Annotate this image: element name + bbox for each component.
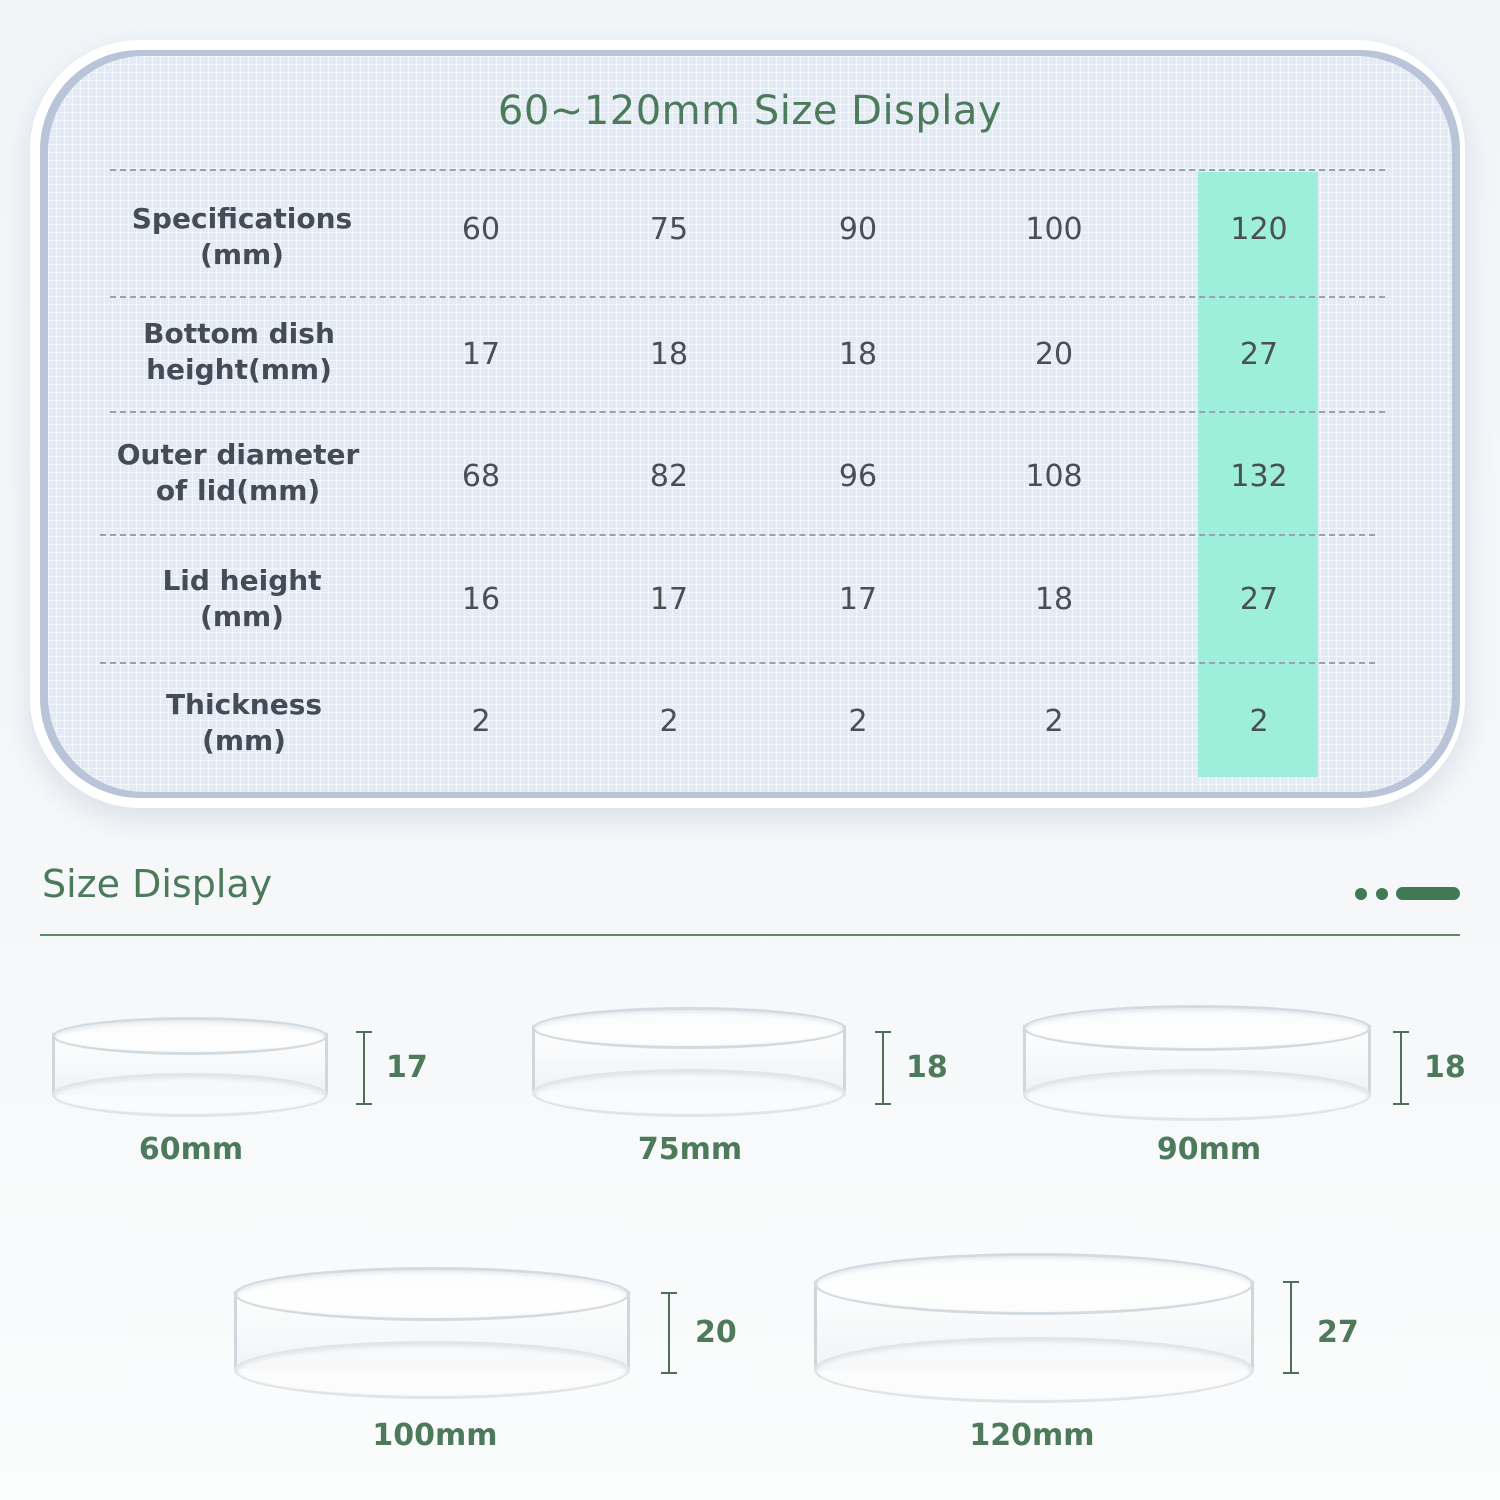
table-cell: 100 [1025, 212, 1083, 247]
carousel-dot [1376, 888, 1388, 900]
height-bracket [661, 1292, 677, 1374]
table-cell: 75 [649, 212, 689, 247]
table-cell: 17 [461, 337, 501, 372]
dish-height-value: 27 [1317, 1315, 1359, 1350]
row-label-line: Outer diameter [116, 438, 360, 471]
row-label-line: Lid height [162, 564, 322, 597]
dish-diameter-label: 120mm [969, 1418, 1095, 1453]
height-bracket [875, 1031, 891, 1105]
table-cell: 120 [1230, 212, 1288, 247]
row-label-lid-height: Lid height (mm) [92, 563, 392, 635]
table-cell: 20 [1034, 337, 1074, 372]
row-label-line: (mm) [200, 238, 284, 271]
table-cell: 90 [838, 212, 878, 247]
row-label-thickness: Thickness (mm) [94, 687, 394, 759]
height-bracket [356, 1031, 372, 1105]
dish-image-100mm [234, 1267, 630, 1399]
dish-diameter-label: 75mm [637, 1132, 743, 1167]
dish-height-value: 18 [906, 1050, 948, 1085]
dish-height-value: 20 [695, 1315, 737, 1350]
table-cell: 2 [1044, 704, 1064, 739]
table-cell: 2 [1249, 704, 1269, 739]
dish-height-value: 18 [1424, 1050, 1466, 1085]
row-label-bottom-dish-height: Bottom dish height(mm) [89, 316, 389, 388]
row-divider [100, 662, 1375, 664]
dish-image-60mm [52, 1017, 328, 1117]
section-title: Size Display [42, 862, 273, 906]
table-cell: 96 [838, 459, 878, 494]
highlight-column-120 [1198, 172, 1318, 777]
table-cell: 27 [1239, 337, 1279, 372]
table-title: 60~120mm Size Display [497, 88, 1003, 134]
table-cell: 17 [838, 582, 878, 617]
table-cell: 27 [1239, 582, 1279, 617]
table-cell: 2 [471, 704, 491, 739]
row-divider [100, 534, 1375, 536]
row-divider [110, 296, 1385, 298]
carousel-dot [1355, 888, 1367, 900]
row-label-specifications: Specifications (mm) [92, 201, 392, 273]
dish-image-120mm [814, 1253, 1254, 1403]
table-cell: 82 [649, 459, 689, 494]
row-label-line: Thickness [165, 688, 323, 721]
dish-height-value: 17 [386, 1050, 428, 1085]
table-cell: 17 [649, 582, 689, 617]
row-divider [110, 169, 1385, 171]
dish-image-90mm [1023, 1005, 1371, 1121]
row-divider [110, 411, 1385, 413]
table-cell: 2 [659, 704, 679, 739]
height-bracket [1393, 1031, 1409, 1105]
row-label-line: Bottom dish [143, 317, 335, 350]
row-label-line: Specifications [131, 202, 353, 235]
dish-diameter-label: 100mm [372, 1418, 498, 1453]
table-cell: 68 [461, 459, 501, 494]
carousel-active-indicator [1396, 887, 1460, 900]
row-label-outer-diameter: Outer diameter of lid(mm) [88, 437, 388, 509]
table-cell: 108 [1025, 459, 1083, 494]
table-cell: 60 [461, 212, 501, 247]
table-cell: 2 [848, 704, 868, 739]
table-cell: 18 [649, 337, 689, 372]
dish-image-75mm [532, 1007, 846, 1117]
table-cell: 16 [461, 582, 501, 617]
dish-diameter-label: 60mm [138, 1132, 244, 1167]
row-label-line: (mm) [202, 724, 286, 757]
table-cell: 18 [1034, 582, 1074, 617]
row-label-line: (mm) [200, 600, 284, 633]
section-divider [40, 934, 1460, 936]
table-cell: 18 [838, 337, 878, 372]
height-bracket [1283, 1281, 1299, 1374]
row-label-line: height(mm) [146, 353, 332, 386]
dish-diameter-label: 90mm [1156, 1132, 1262, 1167]
row-label-line: of lid(mm) [155, 474, 321, 507]
table-cell: 132 [1230, 459, 1288, 494]
